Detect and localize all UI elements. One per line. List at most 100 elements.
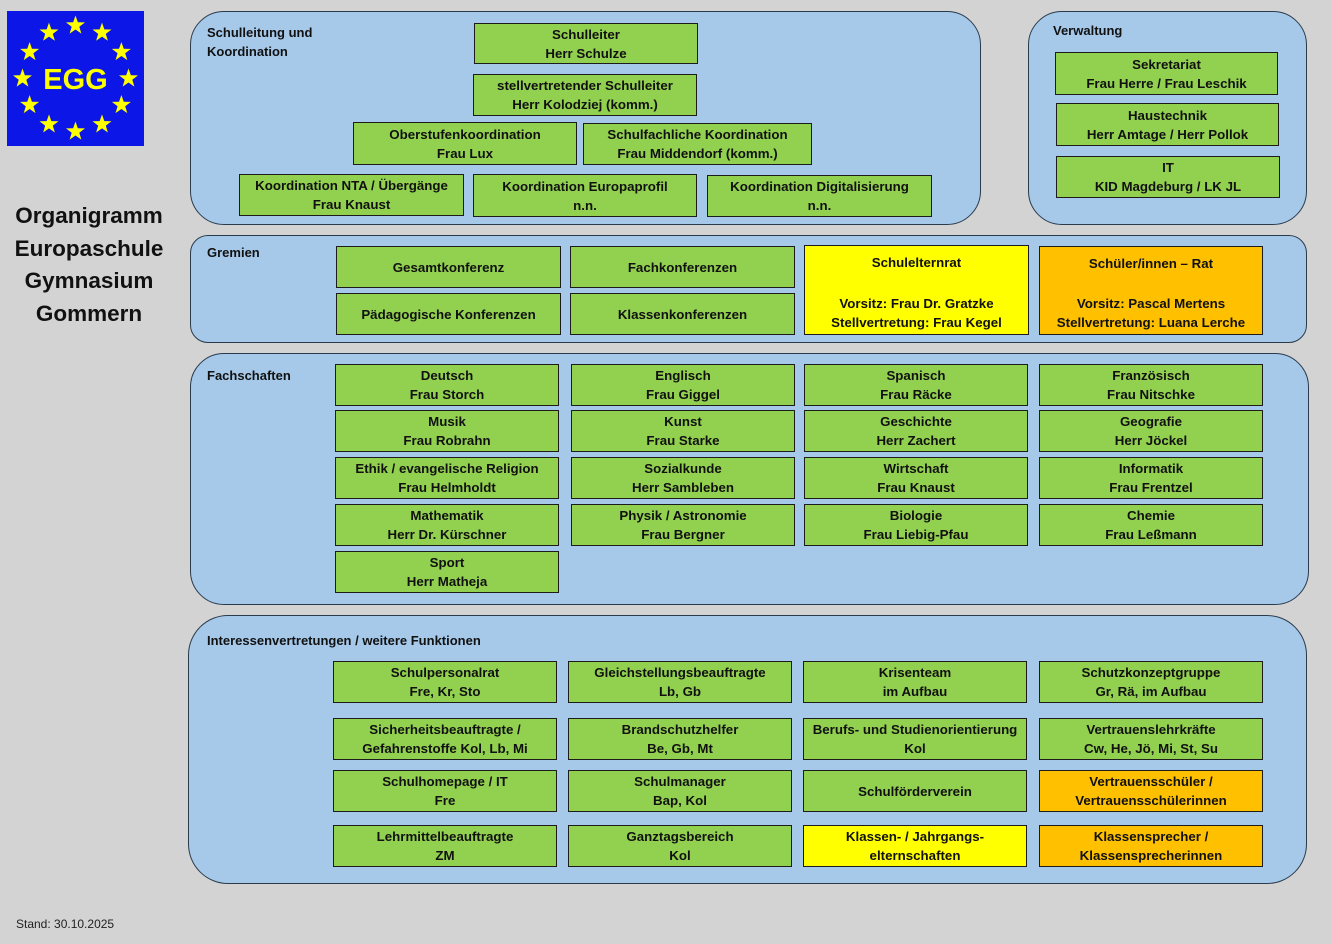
box-name: Frau Lux <box>436 145 494 161</box>
box-title: Schulmanager <box>634 774 726 789</box>
org-box-fachkonferenzen[interactable]: Fachkonferenzen <box>570 246 795 288</box>
box-name: Bap, Kol <box>653 793 707 808</box>
org-box-schulelternrat[interactable]: Schulelternrat Vorsitz: Frau Dr. Gratzke… <box>804 245 1029 335</box>
org-box-schuelerrat[interactable]: Schüler/innen – Rat Vorsitz: Pascal Mert… <box>1039 246 1263 335</box>
box-title: Fachkonferenzen <box>627 259 738 275</box>
function-box[interactable]: Schulförderverein <box>803 770 1027 812</box>
title-line: Organigramm <box>15 203 163 228</box>
box-name: Gr, Rä, im Aufbau <box>1095 684 1207 699</box>
box-name: Herr Zachert <box>876 433 956 448</box>
box-title: stellvertretender Schulleiter <box>497 78 673 93</box>
box-name: Herr Matheja <box>406 574 488 589</box>
box-title: Deutsch <box>420 368 474 383</box>
box-title: Schutzkonzeptgruppe <box>1081 665 1221 680</box>
box-title: Oberstufenkoordination <box>389 126 541 142</box>
box-name: Fre, Kr, Sto <box>409 684 481 699</box>
box-name: Frau Starke <box>646 433 720 448</box>
box-name: Frau Knaust <box>877 480 955 495</box>
title-line: Europaschule <box>14 235 164 261</box>
box-title: IT <box>1162 160 1174 175</box>
star-icon <box>111 95 131 114</box>
box-deputy: Stellvertretung: Luana Lerche <box>1056 315 1246 330</box>
box-title: Musik <box>428 414 466 429</box>
function-box[interactable]: Sicherheitsbeauftragte /Gefahrenstoffe K… <box>333 718 557 760</box>
box-name: Kol <box>669 848 691 863</box>
box-name: KID Magdeburg / LK JL <box>1094 179 1242 194</box>
star-icon <box>20 95 40 114</box>
box-title: Geschichte <box>880 414 952 429</box>
org-box-gesamtkonferenz[interactable]: Gesamtkonferenz <box>336 246 561 288</box>
eu-stars-logo-icon: EGG <box>12 15 139 140</box>
box-name: Frau Räcke <box>880 387 952 402</box>
box-name: Frau Bergner <box>641 527 725 542</box>
box-name: Frau Robrahn <box>403 433 491 448</box>
title-line: Gymnasium <box>24 268 154 293</box>
box-name: elternschaften <box>869 848 961 863</box>
box-name: Herr Sambleben <box>632 480 734 495</box>
box-title: Sekretariat <box>1132 56 1201 72</box>
box-title: Vertrauensschüler / <box>1089 774 1213 789</box>
org-box-paedagogische-konferenzen[interactable]: Pädagogische Konferenzen <box>336 293 561 335</box>
box-name: im Aufbau <box>882 684 948 699</box>
box-name: Klassensprecherinnen <box>1079 848 1223 863</box>
box-title: Gleichstellungsbeauftragte <box>594 665 766 680</box>
box-title: Schüler/innen – Rat <box>1088 256 1214 271</box>
box-title: Schulleiter <box>552 26 620 42</box>
box-name: Be, Gb, Mt <box>647 741 713 756</box>
star-icon <box>20 42 40 61</box>
box-title: Biologie <box>889 508 943 523</box>
box-title: Geografie <box>1119 414 1183 429</box>
box-name: Herr Schulze <box>545 45 627 61</box>
function-box[interactable]: Klassen- / Jahrgangs-elternschaften <box>803 825 1027 867</box>
box-name: Frau Leßmann <box>1105 527 1197 542</box>
box-name: Frau Frentzel <box>1109 480 1193 495</box>
org-box-klassenkonferenzen[interactable]: Klassenkonferenzen <box>570 293 795 335</box>
function-box[interactable]: Vertrauensschüler /Vertrauensschülerinne… <box>1039 770 1263 812</box>
box-name: Frau Middendorf (komm.) <box>617 146 778 161</box>
function-box[interactable]: Klassensprecher /Klassensprecherinnen <box>1039 825 1263 867</box>
org-box-it[interactable]: IT KID Magdeburg / LK JL <box>1056 156 1280 198</box>
box-title: Wirtschaft <box>883 461 949 476</box>
box-name: Herr Dr. Kürschner <box>387 527 507 542</box>
star-icon <box>12 68 33 87</box>
label-line: Schulleitung und <box>207 25 313 40</box>
box-title: Kunst <box>664 414 702 429</box>
